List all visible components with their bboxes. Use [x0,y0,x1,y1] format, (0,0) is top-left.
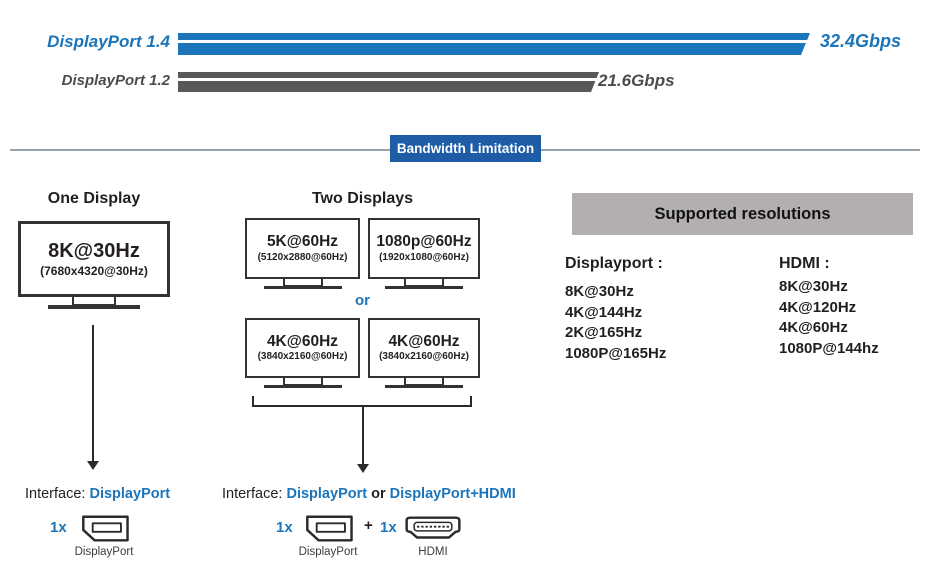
two-displays-qty-dp: 1x [276,519,293,536]
monitor-resolution: 8K@30Hz [48,239,140,262]
dp14-label: DisplayPort 1.4 [47,32,170,51]
monitor-resolution: 1080p@60Hz [376,233,472,251]
bandwidth-limitation-badge: Bandwidth Limitation [390,135,541,162]
monitor-detail: (3840x2160@60Hz) [257,351,348,363]
displayport-column-heading: Displayport : [565,255,663,272]
interface-displayport-hdmi: DisplayPort+HDMI [389,486,516,502]
two-displays-qty-hdmi: 1x [380,519,397,536]
monitor-4k-right: 4K@60Hz (3840x2160@60Hz) [368,318,480,388]
two-displays-arrow-head [357,464,369,473]
one-display-arrow-line [92,325,94,463]
hdmi-resolutions-column: HDMI : 8K@30Hz 4K@120Hz 4K@60Hz 1080P@14… [779,255,879,359]
monitor-screen: 4K@60Hz (3840x2160@60Hz) [245,318,360,378]
displayport-icon-label: DisplayPort [298,546,358,558]
monitor-4k-left: 4K@60Hz (3840x2160@60Hz) [245,318,360,388]
monitor-screen: 1080p@60Hz (1920x1080@60Hz) [368,218,480,279]
resolution-item: 4K@60Hz [779,319,848,336]
one-display-title: One Display [47,190,141,207]
monitor-stand-base [48,305,140,309]
monitor-5k: 5K@60Hz (5120x2880@60Hz) [245,218,360,289]
displayport-icon-label: DisplayPort [74,546,134,558]
monitor-detail: (5120x2880@60Hz) [257,251,348,263]
monitor-stand-base [385,286,463,289]
dp14-value: 32.4Gbps [820,31,902,51]
dp12-value: 21.6Gbps [598,71,675,90]
dp12-bar [178,72,599,92]
one-display-qty: 1x [50,519,67,536]
displayport-icon [82,515,129,542]
resolution-item: 1080P@165Hz [565,344,667,362]
monitor-resolution: 4K@60Hz [266,332,339,350]
monitor-1080p: 1080p@60Hz (1920x1080@60Hz) [368,218,480,289]
monitor-stand-base [263,385,342,388]
two-displays-title: Two Displays [311,190,414,207]
resolution-item: 2K@165Hz [565,324,643,341]
resolution-item: 4K@120Hz [779,298,857,316]
dp12-label: DisplayPort 1.2 [61,72,170,89]
monitor-stand-base [385,385,463,388]
monitor-screen: 8K@30Hz (7680x4320@30Hz) [18,221,170,297]
interface-displayport: DisplayPort [286,486,368,502]
or-label: or [355,292,370,309]
monitor-stand-base [263,286,342,289]
displayport-icon [306,515,353,542]
monitor-resolution: 5K@60Hz [266,233,339,251]
one-display-interface: Interface: DisplayPort [25,486,170,502]
bracket-left-tick [252,396,254,407]
monitor-screen: 5K@60Hz (5120x2880@60Hz) [245,218,360,279]
resolution-item: 4K@144Hz [565,303,643,321]
hdmi-icon [405,516,461,539]
monitor-screen: 4K@60Hz (3840x2160@60Hz) [368,318,480,378]
interface-displayport: DisplayPort [89,486,171,502]
bracket-right-tick [470,396,472,407]
dp14-bar [178,33,810,55]
hdmi-column-heading: HDMI : [779,255,830,272]
interface-or: or [371,486,386,502]
interface-prefix: Interface: [222,486,283,502]
displayport-resolutions-column: Displayport : 8K@30Hz 4K@144Hz 2K@165Hz … [565,255,666,364]
one-display-arrow-head [87,461,99,470]
monitor-detail: (7680x4320@30Hz) [40,263,148,278]
monitor-detail: (3840x2160@60Hz) [379,351,469,363]
plus-sign: + [364,517,373,534]
resolution-item: 1080P@144hz [779,339,879,357]
two-displays-interface: Interface: DisplayPort or DisplayPort+HD… [222,486,516,502]
resolution-item: 8K@30Hz [779,278,848,295]
monitor-8k: 8K@30Hz (7680x4320@30Hz) [18,221,170,309]
supported-resolutions-header: Supported resolutions [572,193,913,235]
monitor-resolution: 4K@60Hz [388,332,460,350]
two-displays-arrow-line [362,405,364,466]
hdmi-icon-label: HDMI [418,546,448,558]
resolution-item: 8K@30Hz [565,283,634,300]
interface-prefix: Interface: [25,486,86,502]
monitor-detail: (1920x1080@60Hz) [379,251,469,263]
